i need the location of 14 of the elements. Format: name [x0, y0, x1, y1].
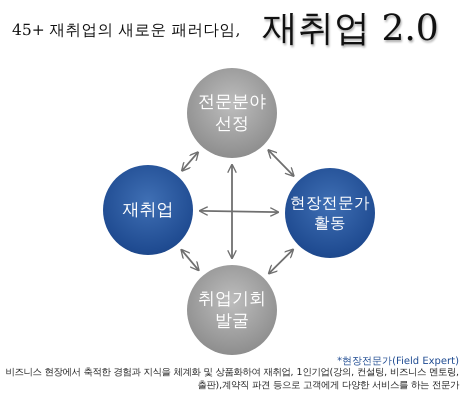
title: 재취업 2.0	[262, 7, 439, 51]
double-arrow	[268, 248, 294, 275]
footnote-heading: *현장전문가(Field Expert)	[337, 355, 459, 368]
process-circle: 취업기회 발굴	[187, 265, 277, 355]
double-arrow	[226, 163, 238, 260]
process-circle: 전문분야 선정	[187, 68, 277, 158]
double-arrow	[267, 148, 295, 178]
double-arrow	[180, 248, 200, 272]
process-circle: 현장전문가 활동	[285, 168, 375, 258]
double-arrow	[198, 206, 280, 218]
footnote-text: 비즈니스 현장에서 축적한 경험과 지식을 체계화 및 상품화하여 재취업, 1인기업(강의, 컨설팅, 비즈니스 멘토링, 출판),계약직 파견 등으로 고객에게 다양한 서비스를 하는 전문가	[4, 367, 459, 392]
double-arrow	[180, 150, 200, 172]
subtitle: 45+ 재취업의 새로운 패러다임,	[12, 20, 240, 41]
process-circle: 재취업	[103, 165, 193, 255]
